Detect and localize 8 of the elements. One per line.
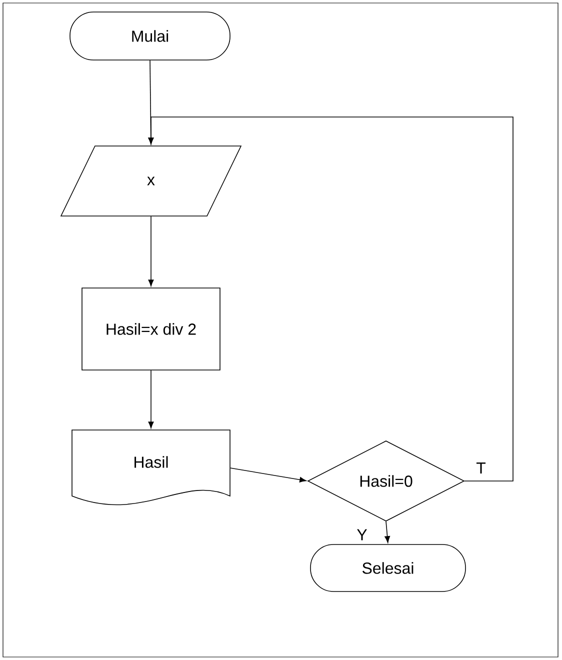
process-box: Hasil=x div 2 [82, 288, 220, 370]
arrow [384, 521, 390, 543]
edge-label: T [475, 462, 487, 474]
arrow [148, 116, 514, 482]
arrow [148, 216, 154, 286]
arrow [230, 468, 306, 482]
arrow [148, 370, 154, 428]
edge-label: Y [356, 528, 368, 542]
